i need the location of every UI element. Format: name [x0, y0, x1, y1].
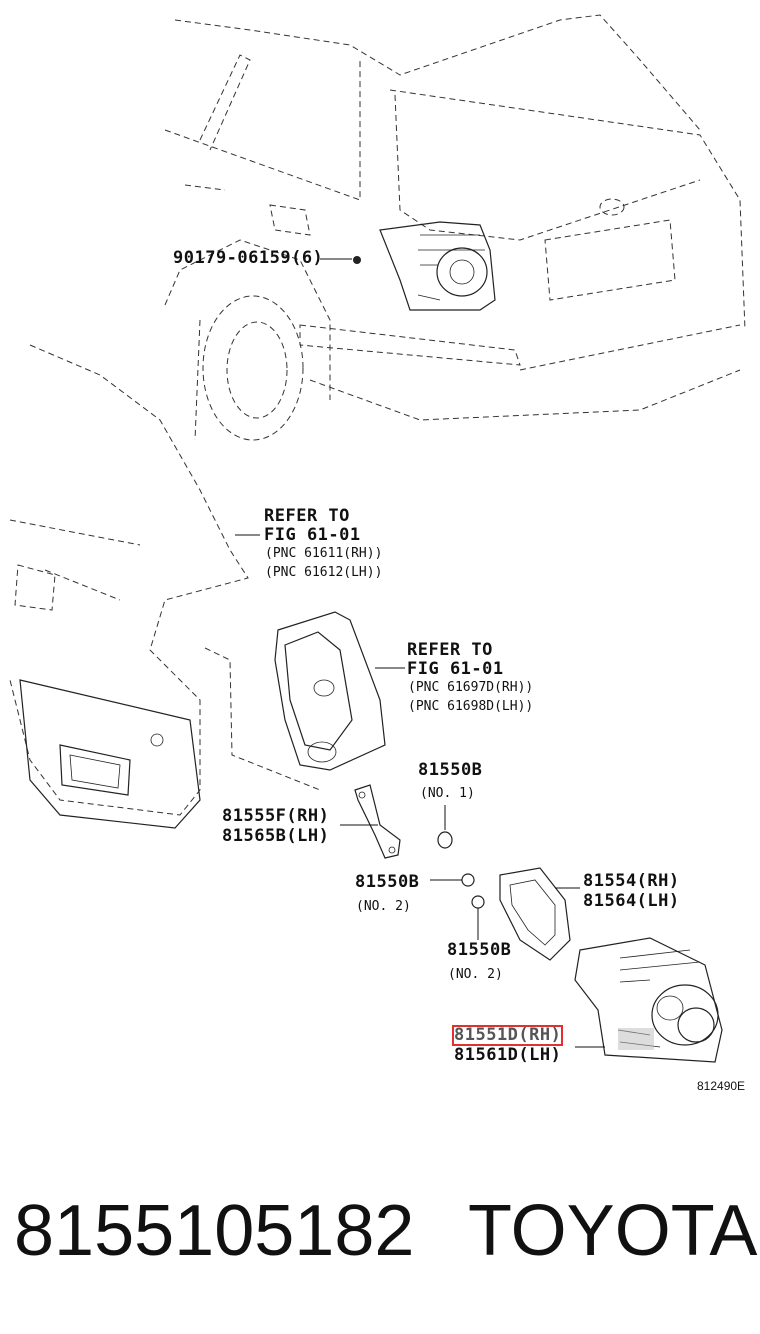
bulb-no2b-note: (NO. 2) [448, 967, 503, 982]
bulbs [430, 805, 485, 940]
bulb-no1-part: 81550B [418, 760, 483, 780]
refer-callout-1-line2: FIG 61-01 [264, 525, 361, 545]
tail-lamp-assembly [574, 937, 723, 1063]
figure-id: 812490E [697, 1079, 746, 1093]
bulb-no2a-part: 81550B [355, 872, 420, 892]
refer-callout-1-pnc-lh: (PNC 61612(LH)) [265, 565, 383, 580]
refer-callout-2-pnc-lh: (PNC 61698D(LH)) [408, 699, 534, 714]
lamp-gasket [499, 867, 580, 961]
lamp-rh-part-highlighted: 81551D(RH) [451, 1025, 564, 1046]
vehicle-rear-view [164, 14, 746, 441]
refer-callout-1-line1: REFER TO [264, 506, 350, 526]
bulb-no1-note: (NO. 1) [420, 786, 475, 801]
gasket-rh-part: 81554(RH) [583, 871, 680, 891]
refer-callout-2-pnc-rh: (PNC 61697D(RH)) [408, 680, 534, 695]
refer-callout-2-line2: FIG 61-01 [407, 659, 504, 679]
lamp-housing [274, 611, 405, 771]
bracket-lh-part: 81565B(LH) [222, 826, 330, 846]
bulb-no2b-part: 81550B [447, 940, 512, 960]
refer-callout-2-line1: REFER TO [407, 640, 493, 660]
lamp-lh-part: 81561D(LH) [454, 1045, 562, 1065]
exploded-parts-diagram [9, 14, 746, 1063]
refer-callout-1-pnc-rh: (PNC 61611(RH)) [265, 546, 383, 561]
footer-brand: TOYOTA [468, 1191, 758, 1271]
lamp-bracket [340, 784, 401, 859]
bulb-no2a-note: (NO. 2) [356, 899, 411, 914]
bracket-rh-part: 81555F(RH) [222, 806, 330, 826]
footer-part-number: 8155105182 [14, 1191, 415, 1271]
bolt-callout: 90179-06159(6) [173, 248, 324, 268]
quarter-panel [9, 344, 321, 829]
gasket-lh-part: 81564(LH) [583, 891, 680, 911]
